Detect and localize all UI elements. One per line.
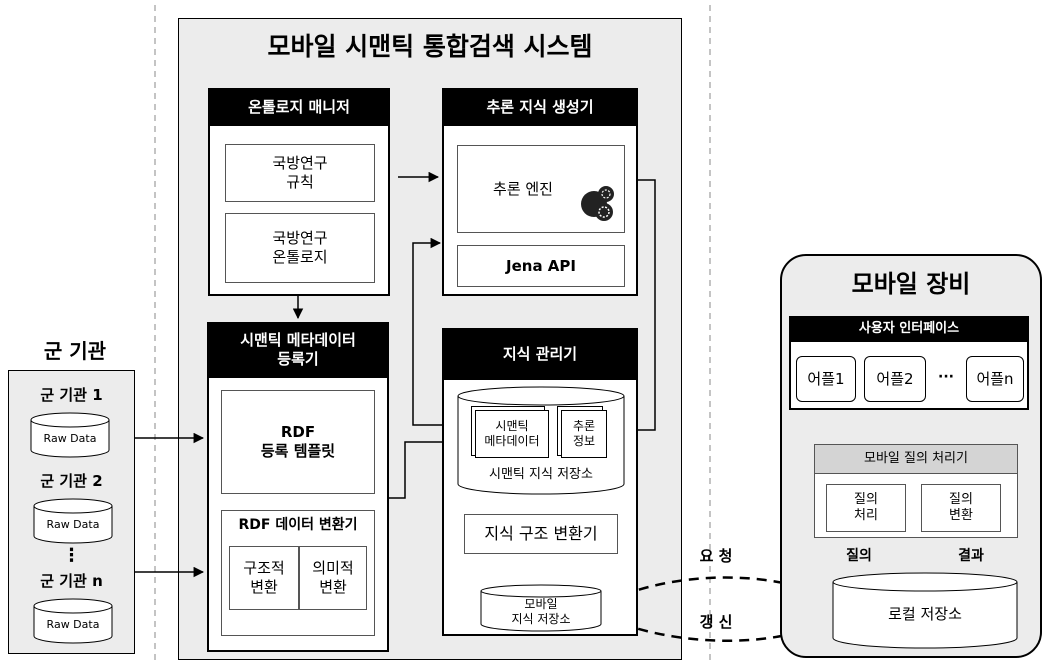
database-icon [33, 598, 113, 644]
inference-engine-box: 추론 엔진 [457, 145, 625, 233]
query-transformation: 질의 변환 [921, 484, 1001, 532]
semantic-conversion: 의미적 변환 [299, 546, 367, 610]
agency-2-raw-data: Raw Data [33, 498, 113, 544]
rdf-converter-title: RDF 데이터 변환기 [238, 517, 358, 534]
agency-n-raw-data: Raw Data [33, 598, 113, 644]
database-icon [30, 412, 110, 458]
app-n: 어플n [966, 356, 1024, 402]
query-processing: 질의 처리 [826, 484, 906, 532]
knowledge-manager-header: 지식 관리기 [442, 328, 638, 380]
raw-data-label: Raw Data [43, 432, 97, 446]
inference-info-doc: 추론 정보 [561, 410, 607, 458]
military-title: 군 기관 [43, 338, 107, 363]
inference-generator-header: 추론 지식 생성기 [442, 88, 638, 126]
agency-1-label: 군 기관 1 [40, 385, 103, 404]
defense-research-rules: 국방연구 규칙 [225, 144, 375, 202]
apps-ellipsis: ··· [938, 369, 954, 386]
structural-conversion: 구조적 변환 [229, 546, 299, 610]
app-2: 어플2 [864, 356, 926, 402]
database-icon [480, 584, 602, 632]
user-interface-header: 사용자 인터페이스 [789, 316, 1029, 342]
semantic-knowledge-store: 시맨틱 메타데이터 추론 정보 시맨틱 지식 저장소 [457, 386, 625, 496]
local-storage-label: 로컬 저장소 [888, 604, 962, 623]
agency-1-raw-data: Raw Data [30, 412, 110, 458]
inference-engine-label: 추론 엔진 [493, 179, 553, 198]
agency-n-label: 군 기관 n [40, 571, 103, 590]
main-system-title: 모바일 시맨틱 통합검색 시스템 [267, 32, 593, 62]
update-label: 갱 신 [699, 612, 733, 631]
semantic-metadata-doc: 시맨틱 메타데이터 [475, 410, 549, 458]
database-icon [832, 572, 1018, 649]
gear-icon [581, 186, 614, 221]
registrar-header: 시맨틱 메타데이터 등록기 [207, 322, 389, 378]
jena-api: Jena API [457, 245, 625, 287]
database-icon [33, 498, 113, 544]
request-label: 요 청 [699, 546, 733, 565]
defense-research-ontology: 국방연구 온톨로지 [225, 213, 375, 283]
mobile-store-label: 모바일 지식 저장소 [511, 597, 571, 626]
knowledge-structure-converter: 지식 구조 변환기 [464, 514, 618, 554]
mobile-knowledge-store: 모바일 지식 저장소 [480, 584, 602, 632]
raw-data-label: Raw Data [46, 618, 100, 632]
raw-data-label: Raw Data [46, 518, 100, 532]
app-1: 어플1 [796, 356, 856, 402]
semantic-store-label: 시맨틱 지식 저장소 [489, 466, 593, 482]
arrow-registrar-to-metadata [375, 436, 472, 499]
local-storage: 로컬 저장소 [832, 572, 1018, 650]
mobile-title: 모바일 장비 [851, 270, 971, 298]
result-label: 결과 [958, 548, 984, 565]
agency-ellipsis: ⋮ [62, 544, 81, 566]
ontology-manager-header: 온톨로지 매니저 [208, 88, 390, 126]
rdf-registration-template: RDF 등록 템플릿 [221, 390, 375, 494]
query-label: 질의 [846, 548, 872, 565]
query-processor-header: 모바일 질의 처리기 [814, 444, 1018, 474]
agency-2-label: 군 기관 2 [40, 471, 103, 490]
